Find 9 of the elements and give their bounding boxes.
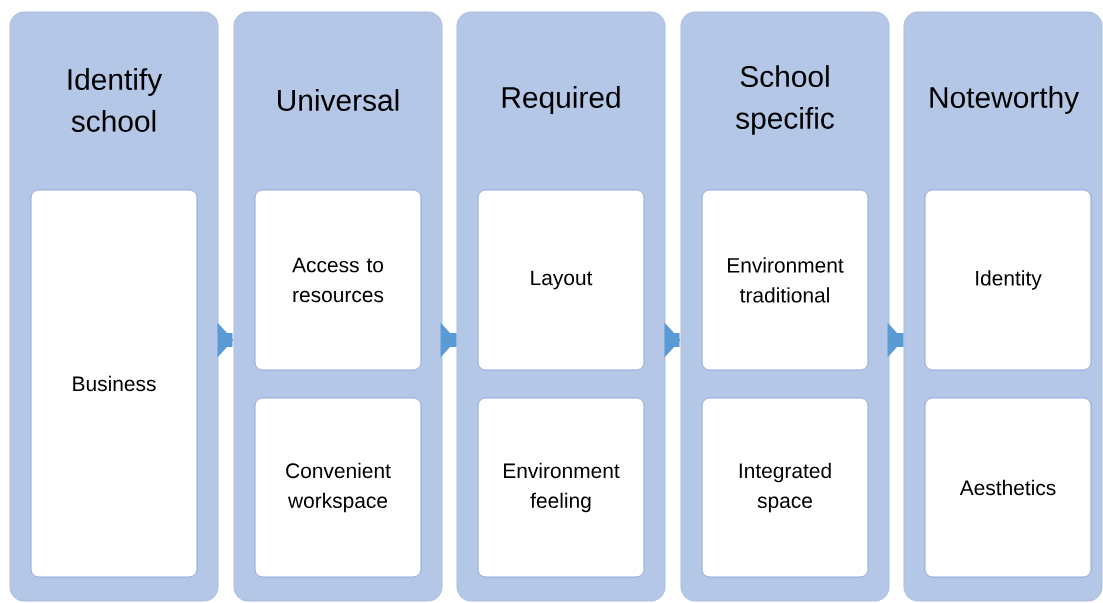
item-box: Identity [924,189,1092,371]
item-box: Aesthetics [924,397,1092,578]
item-box: Access to resources [254,189,422,371]
item-box: Integrated space [701,397,869,578]
item-box: Environment feeling [477,397,645,578]
item-box: Layout [477,189,645,371]
item-box: Business [30,189,198,578]
item-box: Environment traditional [701,189,869,371]
item-box: Convenient workspace [254,397,422,578]
